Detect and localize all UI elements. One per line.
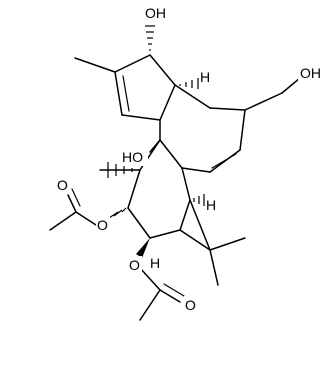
cycloheptene-ring: [159, 84, 246, 173]
cyclopropane-ring: [179, 199, 211, 251]
acetate-upper: [49, 188, 127, 231]
h-lower-label: H: [206, 197, 216, 213]
ch2-oh-bond: [281, 77, 301, 94]
gem-methyl-2: [209, 249, 219, 286]
o-ester-lower-label: O: [129, 257, 140, 273]
h-ring-label: H: [200, 69, 210, 85]
oh-right-label: OH: [300, 65, 321, 81]
oh-top-label: OH: [145, 5, 166, 21]
o-carbonyl-upper-label: O: [57, 177, 68, 193]
gem-methyl-1: [209, 237, 246, 251]
methyl-bond-top: [74, 57, 116, 73]
h-ring-hashed-bond: [179, 78, 199, 89]
cyclopentene-ring: [114, 54, 176, 121]
ch2-bond: [244, 92, 283, 111]
o-ester-upper-label: O: [97, 217, 108, 233]
oh-top-hashed-bond: [145, 25, 155, 51]
ho-center-label: HO: [122, 149, 143, 165]
h-lower-hashed-bond: [193, 194, 205, 206]
acetate-lower: [136, 238, 185, 321]
h-upper-label: H: [150, 255, 160, 271]
o-carbonyl-lower-label: O: [185, 297, 196, 313]
